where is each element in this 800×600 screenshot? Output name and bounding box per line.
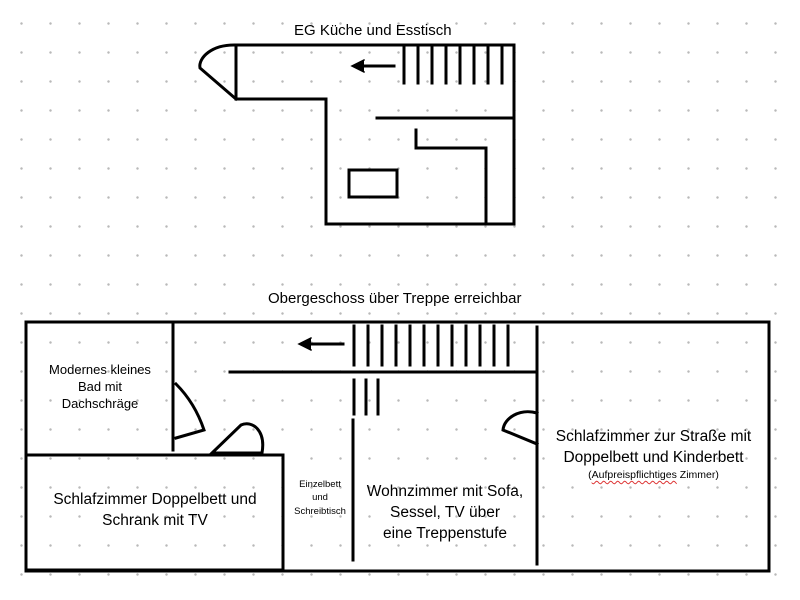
ground-floor-title: EG Küche und Esstisch [294, 22, 452, 39]
bedroom-left-door [208, 422, 265, 455]
bedroom-left-label: Schlafzimmer Doppelbett und Schrank mit … [53, 491, 257, 530]
ground-floor-outer-walls [234, 43, 516, 226]
bedroom-left-walls [24, 453, 285, 572]
living-room-label: Wohnzimmer mit Sofa, Sessel, TV über ein… [366, 483, 524, 543]
dining-table [347, 168, 399, 199]
bathroom-door [173, 381, 206, 440]
ground-floor-inner-walls [375, 116, 514, 224]
upper-floor-title: Obergeschoss über Treppe erreichbar [268, 290, 522, 307]
ground-floor-entrance-door [198, 43, 239, 102]
surcharge-word: Aufpreispflichtiges [591, 469, 677, 482]
bedroom-right-label: Schlafzimmer zur Straße mit Doppelbett u… [541, 426, 766, 484]
surcharge-note: (Aufpreispflichtiges Zimmer) [588, 469, 719, 482]
upper-floor-stairs-arrow [297, 336, 345, 352]
bedroom-right-door [501, 410, 539, 446]
single-bed-label: Einzelbett und Schreibtisch [294, 479, 346, 517]
ground-floor-stairs [402, 46, 504, 85]
ground-floor-stairs-arrow [350, 58, 396, 74]
bathroom-label: Modernes kleines Bad mit Dachschräge [49, 362, 151, 412]
upper-floor-stairs-lower [352, 378, 380, 416]
upper-floor-outer-walls [24, 320, 771, 573]
upper-floor-stairs-upper [352, 324, 510, 367]
